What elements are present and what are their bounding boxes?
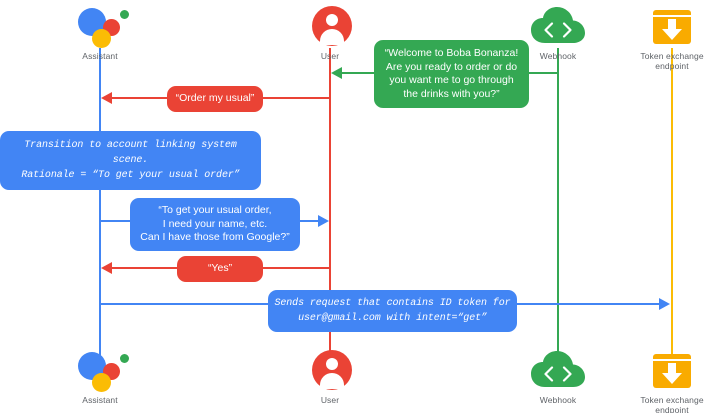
- cloud-code-icon: [531, 7, 585, 47]
- lifeline-token-endpoint: [671, 48, 673, 358]
- actor-user-bottom: User: [270, 348, 390, 405]
- user-avatar-icon: [270, 348, 390, 392]
- user-avatar-icon: [270, 4, 390, 48]
- assistant-dot-yellow: [92, 29, 111, 48]
- actor-label-user: User: [320, 395, 340, 405]
- note-line: Rationale = “To get your usual order”: [21, 170, 240, 181]
- actor-label-user: User: [320, 51, 340, 61]
- assistant-dot-green: [120, 354, 129, 363]
- user-head-shape: [326, 14, 338, 26]
- arrow-head-token-request: [659, 298, 670, 310]
- download-box-icon: [652, 350, 692, 392]
- actor-assistant-bottom: Assistant: [40, 348, 160, 405]
- download-box-icon: [652, 6, 692, 48]
- bubble-line: I need your name, etc.: [162, 217, 268, 230]
- message-bubble-order-my-usual: “Order my usual”: [167, 86, 263, 112]
- actor-label-webhook: Webhook: [539, 51, 577, 61]
- message-bubble-ask-consent: “To get your usual order, I need your na…: [130, 198, 300, 251]
- google-assistant-icon: [40, 348, 160, 392]
- actor-webhook-bottom: Webhook: [498, 348, 618, 405]
- user-body-shape: [320, 29, 344, 45]
- note-line: Transition to account linking system sce…: [24, 140, 237, 166]
- google-assistant-icon: [40, 4, 160, 48]
- actor-label-token-endpoint-line1: Token exchange: [640, 395, 704, 405]
- message-bubble-yes: “Yes”: [177, 256, 263, 282]
- bubble-line: “Order my usual”: [175, 92, 255, 104]
- actor-assistant-top: Assistant: [40, 4, 160, 61]
- arrow-head-order-my-usual: [101, 92, 112, 104]
- bubble-line: Sends request that contains ID token for: [274, 298, 511, 309]
- assistant-dot-green: [120, 10, 129, 19]
- arrow-head-welcome: [331, 67, 342, 79]
- lifeline-assistant: [99, 48, 101, 358]
- bubble-line: user@gmail.com with intent=“get”: [298, 313, 487, 324]
- lifeline-webhook: [557, 48, 559, 358]
- bubble-line: “Welcome to Boba Bonanza!: [384, 47, 519, 59]
- message-bubble-welcome: “Welcome to Boba Bonanza! Are you ready …: [374, 40, 529, 108]
- bubble-line: you want me to go through: [389, 74, 514, 86]
- bubble-line: “Yes”: [207, 262, 233, 274]
- message-note-transition: Transition to account linking system sce…: [0, 131, 261, 190]
- arrow-head-ask-consent: [318, 215, 329, 227]
- bubble-line: “To get your usual order,: [158, 204, 272, 216]
- bubble-line: the drinks with you?”: [403, 87, 500, 100]
- actor-label-token-endpoint-line1: Token exchange: [640, 51, 704, 61]
- actor-webhook-top: Webhook: [498, 4, 618, 61]
- lifeline-user: [329, 48, 331, 358]
- cloud-code-icon: [531, 351, 585, 391]
- assistant-dot-yellow: [92, 373, 111, 392]
- bubble-line: Are you ready to order or do: [385, 60, 518, 73]
- actor-label-webhook: Webhook: [539, 395, 577, 405]
- arrow-head-yes: [101, 262, 112, 274]
- actor-label-assistant: Assistant: [82, 395, 118, 405]
- actor-label-token-endpoint-line2: endpoint: [655, 61, 689, 71]
- message-bubble-token-request: Sends request that contains ID token for…: [268, 290, 517, 332]
- actor-user-top: User: [270, 4, 390, 61]
- user-head-shape: [326, 358, 338, 370]
- bubble-line: Can I have those from Google?”: [140, 231, 290, 243]
- user-body-shape: [320, 373, 344, 389]
- actor-token-endpoint-top: Token exchange endpoint: [612, 4, 725, 71]
- actor-token-endpoint-bottom: Token exchange endpoint: [612, 348, 725, 413]
- actor-label-token-endpoint-line2: endpoint: [655, 405, 689, 413]
- actor-label-assistant: Assistant: [82, 51, 118, 61]
